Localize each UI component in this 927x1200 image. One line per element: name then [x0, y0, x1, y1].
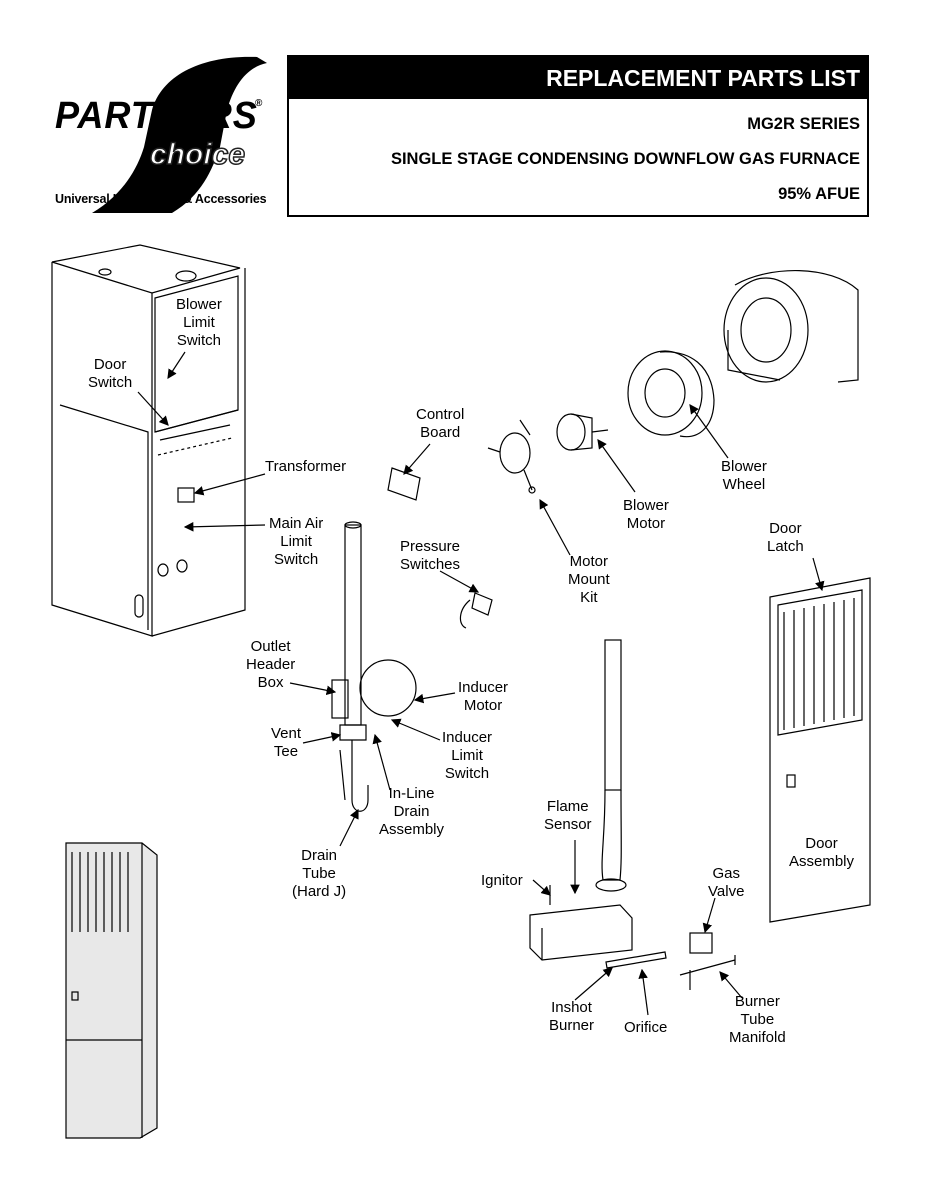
brand-tagline: Universal HVAC Parts & Accessories: [55, 192, 267, 206]
blower-wheel-illustration: [627, 350, 715, 438]
label-ignitor: Ignitor: [481, 872, 523, 889]
blower-motor-illustration: [556, 413, 609, 451]
furnace-photo-illustration: [65, 842, 158, 1139]
control-board-illustration: [387, 467, 421, 501]
efficiency-line: 95% AFUE: [778, 185, 860, 203]
title-block: REPLACEMENT PARTS LIST MG2R SERIES SINGL…: [287, 55, 869, 217]
brand-name: PARTNERS: [55, 95, 258, 137]
label-transformer: Transformer: [265, 458, 347, 475]
page-title: REPLACEMENT PARTS LIST: [289, 57, 867, 99]
door-illustration: [769, 577, 871, 923]
flue-pipe-illustration: [595, 639, 627, 892]
vent-inducer-illustration: [331, 521, 417, 812]
registered-mark: ®: [255, 98, 263, 109]
furnace-cabinet-illustration: [51, 244, 246, 637]
blower-housing-illustration: [723, 270, 859, 383]
burner-box-illustration: [529, 885, 633, 961]
pressure-switch-illustration: [459, 592, 493, 629]
description-line: SINGLE STAGE CONDENSING DOWNFLOW GAS FUR…: [390, 150, 860, 168]
motor-mount-illustration: [487, 419, 536, 494]
logo-swoosh-icon: [92, 56, 267, 213]
label-orifice: Orifice: [624, 1019, 668, 1036]
manifold-illustration: [605, 932, 736, 990]
brand-sub: choice: [149, 137, 246, 172]
series-line: MG2R SERIES: [747, 115, 860, 133]
